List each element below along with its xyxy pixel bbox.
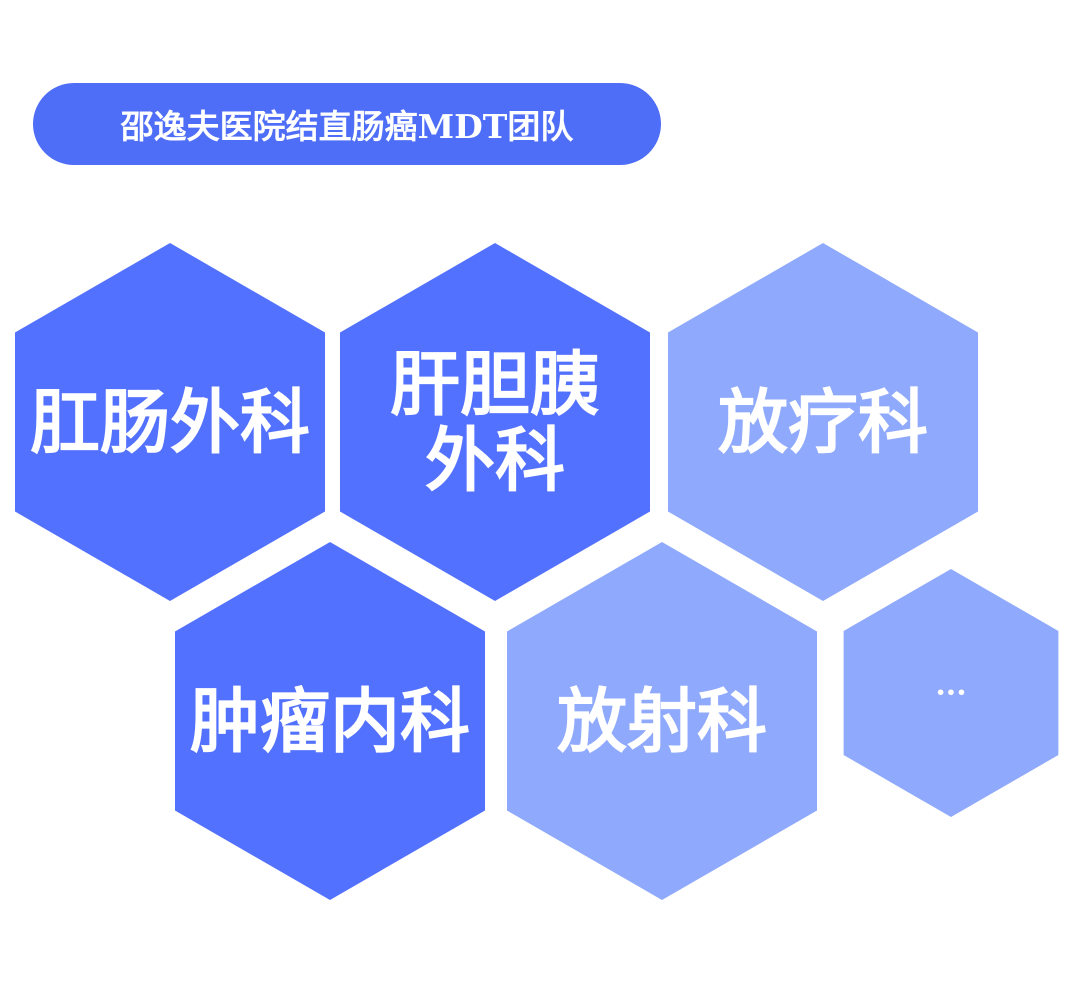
department-hexagon xyxy=(14,243,326,601)
department-label: 肿瘤内科 xyxy=(190,680,470,763)
department-label: 放疗科 xyxy=(718,381,928,464)
department-label: ··· xyxy=(935,676,966,711)
team-title: 邵逸夫医院结直肠癌MDT团队 xyxy=(120,107,574,146)
department-hexagon xyxy=(174,542,486,900)
hexagon-group-0: 肛肠外科 xyxy=(14,243,326,601)
hexagon-group-2: 放疗科 xyxy=(667,243,979,601)
department-label: 肛肠外科 xyxy=(30,381,310,464)
department-hexagon xyxy=(843,569,1059,817)
department-hexagon xyxy=(506,542,818,900)
title-badge: 邵逸夫医院结直肠癌MDT团队 xyxy=(33,83,661,165)
hexagon-group-4: 放射科 xyxy=(506,542,818,900)
hexagon-group-5: ··· xyxy=(843,569,1059,817)
department-hexagon xyxy=(339,243,651,601)
department-label: 肝胆胰 xyxy=(390,343,600,426)
hexagon-group-3: 肿瘤内科 xyxy=(174,542,486,900)
department-label: 外科 xyxy=(425,419,565,502)
department-hexagon xyxy=(667,243,979,601)
department-label: 放射科 xyxy=(557,680,767,763)
